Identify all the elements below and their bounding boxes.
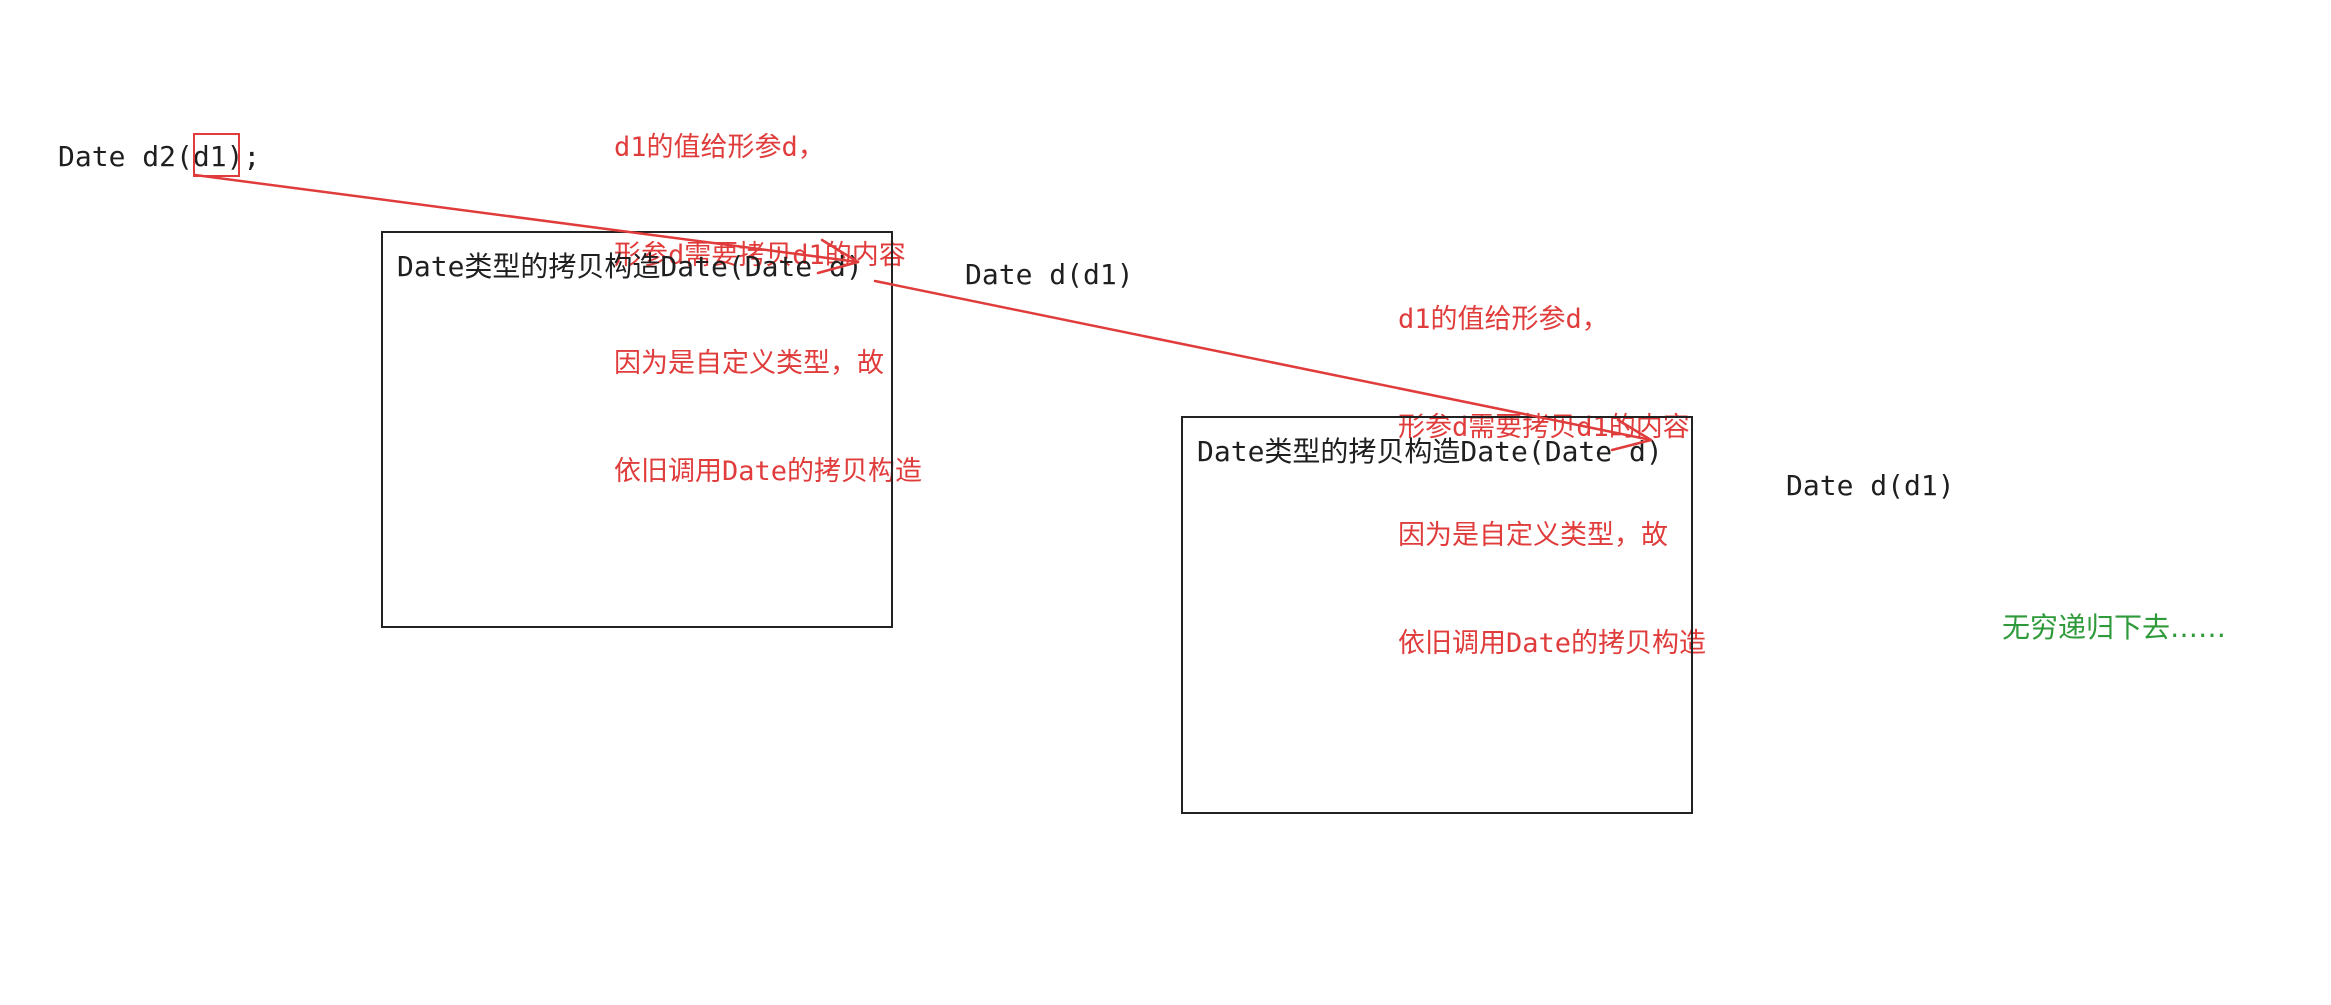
arrow-1-line [193, 173, 860, 264]
annotation-second-line-1: d1的值给形参d， [1398, 304, 1609, 335]
annotation-first-line-4: 依旧调用Date的拷贝构造 [614, 456, 923, 487]
annotation-first-line-1: d1的值给形参d， [614, 132, 825, 163]
code-call-d2: Date d2(d1); [58, 140, 261, 173]
annotation-second-line-3: 因为是自定义类型，故 [1398, 520, 1668, 551]
arrow-2-head [1610, 418, 1653, 452]
annotation-first-line-2: 形参d需要拷贝d1的内容 [614, 240, 906, 271]
copy-constructor-box-1: Date类型的拷贝构造Date(Date d) [381, 231, 893, 628]
annotation-second-line-4: 依旧调用Date的拷贝构造 [1398, 628, 1707, 659]
copy-constructor-box-2-title: Date类型的拷贝构造Date(Date d) [1197, 435, 1663, 468]
copy-constructor-box-1-title: Date类型的拷贝构造Date(Date d) [397, 250, 863, 283]
copy-constructor-box-2: Date类型的拷贝构造Date(Date d) [1181, 416, 1693, 814]
call-label-2: Date d(d1) [1786, 469, 1955, 502]
call-label-1: Date d(d1) [965, 258, 1134, 291]
annotation-first: d1的值给形参d， 形参d需要拷贝d1的内容 因为是自定义类型，故 依旧调用Da… [614, 58, 922, 526]
arrow-1-head [816, 238, 860, 275]
arrow-2-line [873, 279, 1653, 442]
d1-highlight-box [193, 133, 240, 177]
annotation-first-line-3: 因为是自定义类型，故 [614, 348, 884, 379]
recursion-conclusion: 无穷递归下去…… [2002, 611, 2227, 644]
